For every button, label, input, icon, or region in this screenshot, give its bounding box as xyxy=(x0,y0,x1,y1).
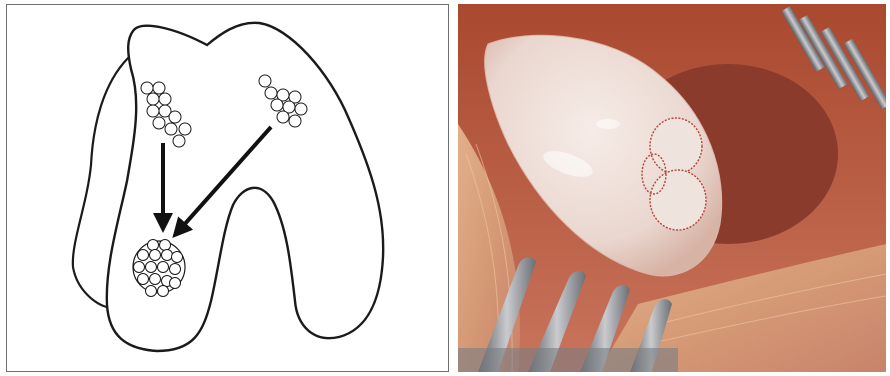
knee-diagram xyxy=(7,5,448,371)
surgical-photo xyxy=(458,4,886,372)
femoral-condyle-outline xyxy=(107,23,383,351)
surgical-photo-panel xyxy=(458,4,886,372)
knee-diagram-panel xyxy=(6,4,449,372)
